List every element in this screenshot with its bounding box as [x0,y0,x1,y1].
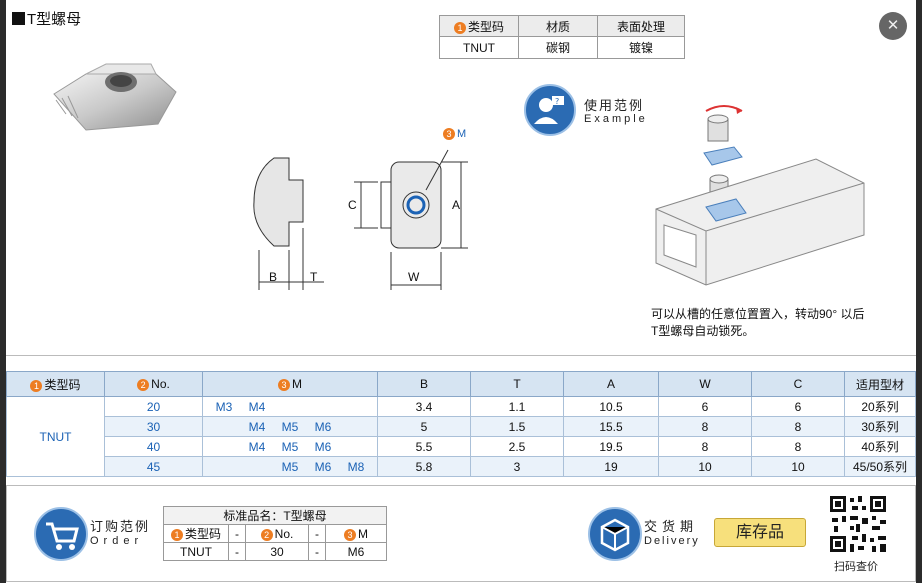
order-value-sep: - [228,542,246,561]
order-col-sep: - [308,524,326,543]
cart-icon [34,507,88,561]
no-cell: 40 [104,436,203,457]
a-cell: 15.5 [563,416,659,437]
order-title: 订购范例 [90,519,151,534]
delivery-title: 交货期 [644,519,699,534]
col-header-c: C [751,371,845,397]
title-square-icon [12,12,25,25]
b-cell: 5.8 [377,456,471,477]
dim-label-a: A [452,198,461,212]
example-user-icon: ? [524,84,576,136]
spec-finish-value: 镀镍 [597,36,685,59]
col-header-w: W [658,371,752,397]
order-col-sep: - [228,524,246,543]
order-value-no: 30 [245,542,309,561]
b-cell: 3.4 [377,396,471,417]
c-cell: 6 [751,396,845,417]
stock-badge: 库存品 [714,518,806,547]
spec-header-finish: 表面处理 [597,15,685,37]
c-cell: 8 [751,416,845,437]
close-icon[interactable]: ✕ [879,12,907,40]
series-cell: 20系列 [844,396,916,417]
w-cell: 8 [658,416,752,437]
qr-code[interactable] [828,494,888,554]
spec-material-value: 碳钢 [518,36,598,59]
t-cell: 1.5 [470,416,564,437]
t-cell: 1.1 [470,396,564,417]
qr-label: 扫码查价 [834,561,878,573]
order-value-sep: - [308,542,326,561]
order-subtitle: Order [90,535,144,547]
a-cell: 19 [563,456,659,477]
example-illustration [655,105,865,286]
no-cell: 30 [104,416,203,437]
t-cell: 2.5 [470,436,564,457]
col-header-series: 适用型材 [844,371,916,397]
col-header-t: T [470,371,564,397]
col-header-b: B [377,371,471,397]
order-value-m: M6 [325,542,387,561]
c-cell: 10 [751,456,845,477]
dim-label-t: T [310,270,318,284]
col-header-a: A [563,371,659,397]
a-cell: 10.5 [563,396,659,417]
product-photo [53,63,177,131]
dim-label-w: W [408,270,420,284]
no-cell: 45 [104,456,203,477]
technical-drawing [253,149,468,290]
t-cell: 3 [470,456,564,477]
order-value-type: TNUT [163,542,229,561]
dim-label-b: B [269,270,278,284]
order-std-name: 标准品名：T型螺母 [163,506,387,525]
spec-type-value: TNUT [439,36,519,59]
series-cell: 45/50系列 [844,456,916,477]
w-cell: 6 [658,396,752,417]
delivery-box-icon [588,507,642,561]
spec-header-material: 材质 [518,15,598,37]
w-cell: 10 [658,456,752,477]
delivery-subtitle: Delivery [644,535,700,547]
example-title: 使用范例 [584,98,645,113]
page-title: T型螺母 [12,8,81,29]
c-cell: 8 [751,436,845,457]
no-cell: 20 [104,396,203,417]
example-subtitle: Example [584,113,648,125]
type-cell: TNUT [6,396,105,477]
b-cell: 5.5 [377,436,471,457]
series-cell: 40系列 [844,436,916,457]
dim-label-c: C [348,198,357,212]
svg-text:?: ? [555,97,559,106]
a-cell: 19.5 [563,436,659,457]
series-cell: 30系列 [844,416,916,437]
b-cell: 5 [377,416,471,437]
w-cell: 8 [658,436,752,457]
